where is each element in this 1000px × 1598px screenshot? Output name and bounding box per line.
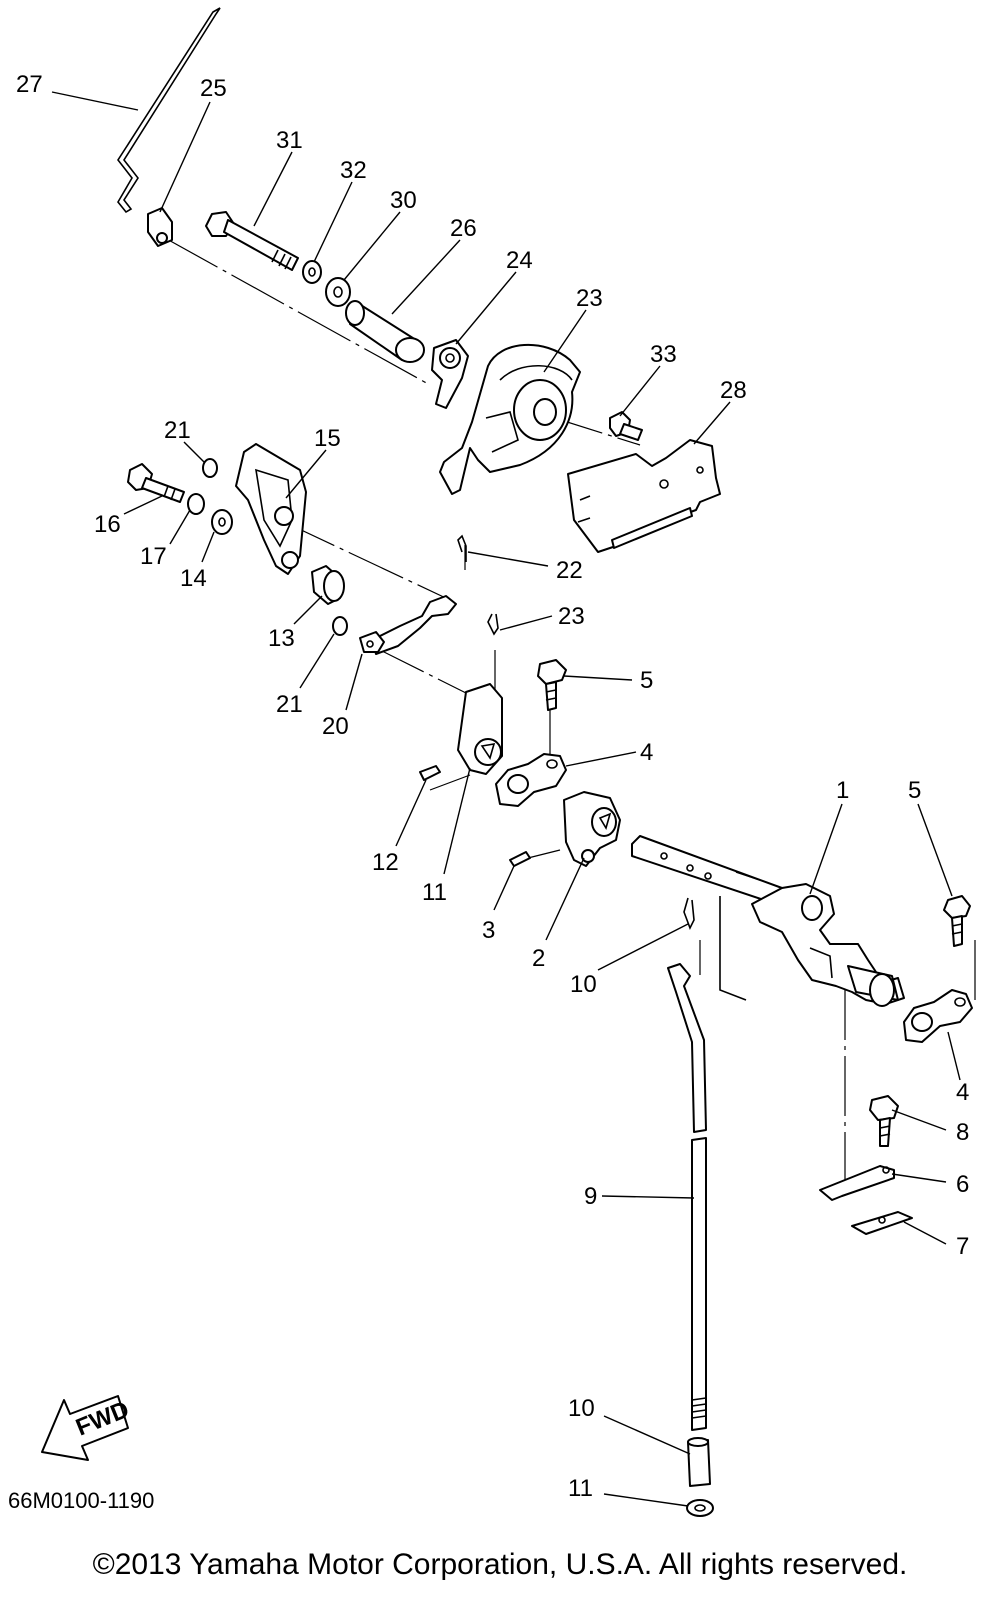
washer-part-21-bottom	[332, 616, 348, 636]
washer-part-32	[302, 260, 322, 284]
rod-part-9	[667, 963, 707, 1431]
clip-part-23	[487, 613, 499, 636]
plate-part-7	[851, 1211, 913, 1235]
copyright-notice: ©2013 Yamaha Motor Corporation, U.S.A. A…	[92, 1548, 908, 1581]
callout-2: 2	[532, 945, 545, 972]
callout-27: 26	[450, 215, 477, 242]
callout-13: 11	[422, 879, 447, 906]
callout-5-upper: 5	[640, 667, 653, 694]
pin-part-14	[419, 765, 441, 781]
clip-part-22	[457, 534, 467, 562]
callout-26: 25	[200, 75, 227, 102]
callout-21-bottom: 21	[276, 691, 303, 718]
lever-part-15	[235, 443, 307, 575]
bracket-part-29	[567, 439, 721, 553]
callout-24: 23	[576, 285, 603, 312]
connector-part-20	[359, 631, 385, 653]
callout-31: 31	[276, 127, 303, 154]
spacer-part-10	[687, 1437, 711, 1487]
bushing-part-16	[311, 565, 345, 605]
diagram-code: 66M0100-1190	[8, 1488, 155, 1513]
callout-8: 8	[956, 1119, 969, 1146]
collar-part-27	[345, 300, 425, 363]
callout-11: 11	[568, 1475, 593, 1502]
callout-1: 1	[836, 777, 849, 804]
callout-23-label: 23	[558, 603, 585, 630]
link-rod	[371, 595, 457, 655]
callout-15: 15	[314, 425, 341, 452]
nut-part-11	[686, 1499, 714, 1517]
callout-9: 9	[584, 1183, 597, 1210]
callout-4-lower: 4	[956, 1079, 969, 1106]
assembly-axis-lines	[164, 237, 976, 1190]
callout-22: 22	[556, 557, 583, 584]
callout-16: 13	[268, 625, 295, 652]
callout-12: 10	[570, 971, 597, 998]
bolt-part-5-lower	[943, 895, 971, 947]
bolt-part-5-upper	[537, 659, 567, 711]
callout-14: 12	[372, 849, 399, 876]
arm-part-13	[457, 683, 503, 775]
shift-rod-part-28	[117, 7, 221, 214]
callout-6: 6	[956, 1171, 969, 1198]
callout-labels: 27 25 31 32 30 26 24 23 33 28 21 15 16 1…	[16, 71, 969, 1502]
clamp-part-4-lower	[903, 989, 973, 1043]
callout-32: 32	[340, 157, 367, 184]
callout-33: 33	[650, 341, 677, 368]
callout-10-label: 10	[568, 1395, 595, 1422]
bolt-part-31	[205, 211, 299, 271]
callout-19: 17	[140, 543, 167, 570]
plate-part-6	[819, 1165, 895, 1201]
joint-part-26	[147, 207, 173, 247]
callout-7: 7	[956, 1233, 969, 1260]
clamp-part-4-upper	[495, 753, 567, 807]
washer-part-30	[325, 277, 351, 307]
callout-18: 16	[94, 511, 121, 538]
bolt-part-18	[127, 463, 185, 503]
callout-4-upper: 4	[640, 739, 653, 766]
washer-part-19	[187, 493, 205, 515]
shaft-part-1	[631, 835, 905, 1007]
callout-21-top: 21	[164, 417, 191, 444]
washer-part-17	[211, 509, 233, 535]
callout-20: 20	[322, 713, 349, 740]
cam-part-24	[439, 343, 581, 495]
pin-part-3	[509, 851, 531, 867]
callout-5-lower: 5	[908, 777, 921, 804]
bolt-part-8	[869, 1095, 899, 1147]
bolt-part-33	[609, 411, 643, 441]
lever-part-25	[431, 339, 469, 409]
callout-3: 3	[482, 917, 495, 944]
washer-part-21-top	[202, 458, 218, 478]
cam-part-2	[563, 791, 621, 867]
leader-lines	[51, 91, 961, 1507]
clip-part-12	[683, 897, 695, 930]
callout-28: 27	[16, 71, 43, 98]
callout-30: 30	[390, 187, 417, 214]
callout-17: 14	[180, 565, 207, 592]
fwd-arrow-icon: FWD	[41, 1395, 133, 1461]
callout-29: 28	[720, 377, 747, 404]
callout-25: 24	[506, 247, 533, 274]
